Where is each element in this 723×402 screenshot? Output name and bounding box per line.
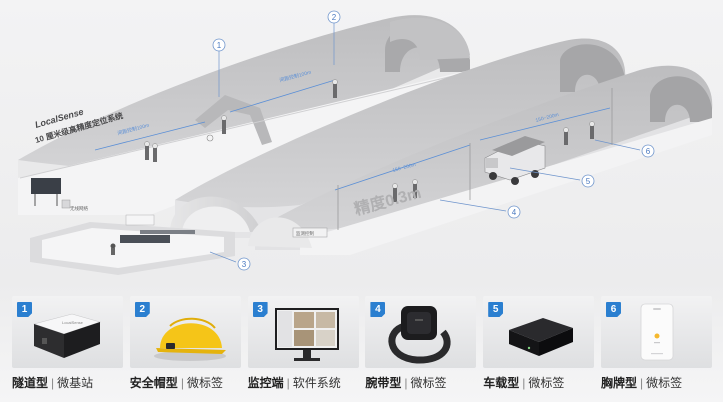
product-card-monitor[interactable]: 3 监控端|软件系统 xyxy=(247,296,359,396)
caption-separator: | xyxy=(286,376,290,390)
product-subtitle: 微标签 xyxy=(410,376,447,390)
product-caption: 胸牌型|微标签 xyxy=(601,374,723,391)
marker-2[interactable]: 2 xyxy=(327,10,341,24)
product-card-wristband[interactable]: 4 腕带型|微标签 xyxy=(365,296,477,396)
tunnel-scene: LocalSense 10 厘米级高精度定位系统 间距控制100m 间距控制10… xyxy=(18,10,713,275)
svg-text:4: 4 xyxy=(512,208,517,217)
tunnel-front xyxy=(248,65,713,255)
equipment-room xyxy=(30,214,235,275)
product-card-badge[interactable]: 6 胸牌型|微标签 xyxy=(600,296,712,396)
product-caption: 隧道型|微基站 xyxy=(12,374,137,391)
marker-5[interactable]: 5 xyxy=(581,174,595,188)
wristband-icon xyxy=(388,306,451,364)
tunnel-back xyxy=(18,15,471,215)
product-card-base-station[interactable]: LocalSense 1 隧道型|微基站 xyxy=(12,296,123,396)
product-caption: 腕带型|微标签 xyxy=(365,374,490,391)
svg-text:3: 3 xyxy=(242,260,247,269)
workers xyxy=(144,79,595,202)
product-title: 车载型 xyxy=(483,376,520,390)
caption-separator: | xyxy=(640,376,644,390)
product-subtitle: 软件系统 xyxy=(292,376,341,390)
product-title: 胸牌型 xyxy=(600,376,637,390)
distance-lines xyxy=(94,79,611,191)
base-station-image: LocalSense 1 xyxy=(12,296,123,368)
product-subtitle: 微标签 xyxy=(528,376,565,390)
distance-label-4: 150~200m xyxy=(535,112,560,124)
product-number-badge: 1 xyxy=(17,302,32,317)
product-panel: LocalSense 1 隧道型|微基站 2 安全帽型|微标签 xyxy=(12,296,712,396)
marker-3[interactable]: 3 xyxy=(237,257,251,271)
marker-leaders xyxy=(209,23,641,263)
pole-lines xyxy=(337,88,613,230)
product-title: 安全帽型 xyxy=(129,376,178,390)
product-card-vehicle[interactable]: 5 车载型|微标签 xyxy=(483,296,595,396)
product-caption: 车载型|微标签 xyxy=(483,374,608,391)
product-number-badge: 4 xyxy=(370,302,386,317)
product-number-badge: 2 xyxy=(134,302,150,317)
product-number-badge: 6 xyxy=(605,302,621,317)
vehicle-tag-image: 5 xyxy=(483,296,595,368)
helmet-icon xyxy=(153,317,226,361)
marker-4[interactable]: 4 xyxy=(507,205,521,219)
product-subtitle: 微标签 xyxy=(186,376,223,390)
distance-label-3: 150~200m xyxy=(392,162,417,174)
caption-separator: | xyxy=(51,376,55,390)
caption-separator: | xyxy=(404,376,408,390)
svg-text:2: 2 xyxy=(332,13,337,22)
sign-monitor: 监测控制 xyxy=(296,230,314,237)
product-caption: 安全帽型|微标签 xyxy=(130,374,255,391)
svg-text:6: 6 xyxy=(646,147,651,156)
sign-wireless: 无线网络 xyxy=(70,205,88,212)
product-number-badge: 5 xyxy=(488,302,504,317)
caption-separator: | xyxy=(522,376,526,390)
svg-text:1: 1 xyxy=(217,41,222,50)
monitor-image: 3 xyxy=(247,296,359,368)
product-caption: 监控端|软件系统 xyxy=(248,374,373,391)
product-title: 腕带型 xyxy=(365,376,402,390)
badge-tag-icon xyxy=(640,303,674,361)
product-subtitle: 微基站 xyxy=(57,376,94,390)
marker-1[interactable]: 1 xyxy=(212,38,226,52)
product-card-helmet[interactable]: 2 安全帽型|微标签 xyxy=(129,296,241,396)
marker-6[interactable]: 6 xyxy=(641,144,655,158)
base-station-icon: LocalSense xyxy=(32,313,102,358)
caption-separator: | xyxy=(180,376,184,390)
svg-text:5: 5 xyxy=(586,177,591,186)
product-title: 监控端 xyxy=(247,376,284,390)
display-board xyxy=(31,178,61,194)
product-subtitle: 微标签 xyxy=(646,376,683,390)
product-title: 隧道型 xyxy=(12,376,49,390)
monitor-icon xyxy=(274,308,339,361)
mining-truck xyxy=(484,136,546,185)
helmet-image: 2 xyxy=(129,296,241,368)
badge-tag-image: 6 xyxy=(600,296,712,368)
wristband-image: 4 xyxy=(365,296,477,368)
svg-text:LocalSense: LocalSense xyxy=(62,320,84,325)
vehicle-tag-icon xyxy=(509,318,574,356)
product-number-badge: 3 xyxy=(252,302,268,317)
tunnel-middle xyxy=(170,38,626,238)
